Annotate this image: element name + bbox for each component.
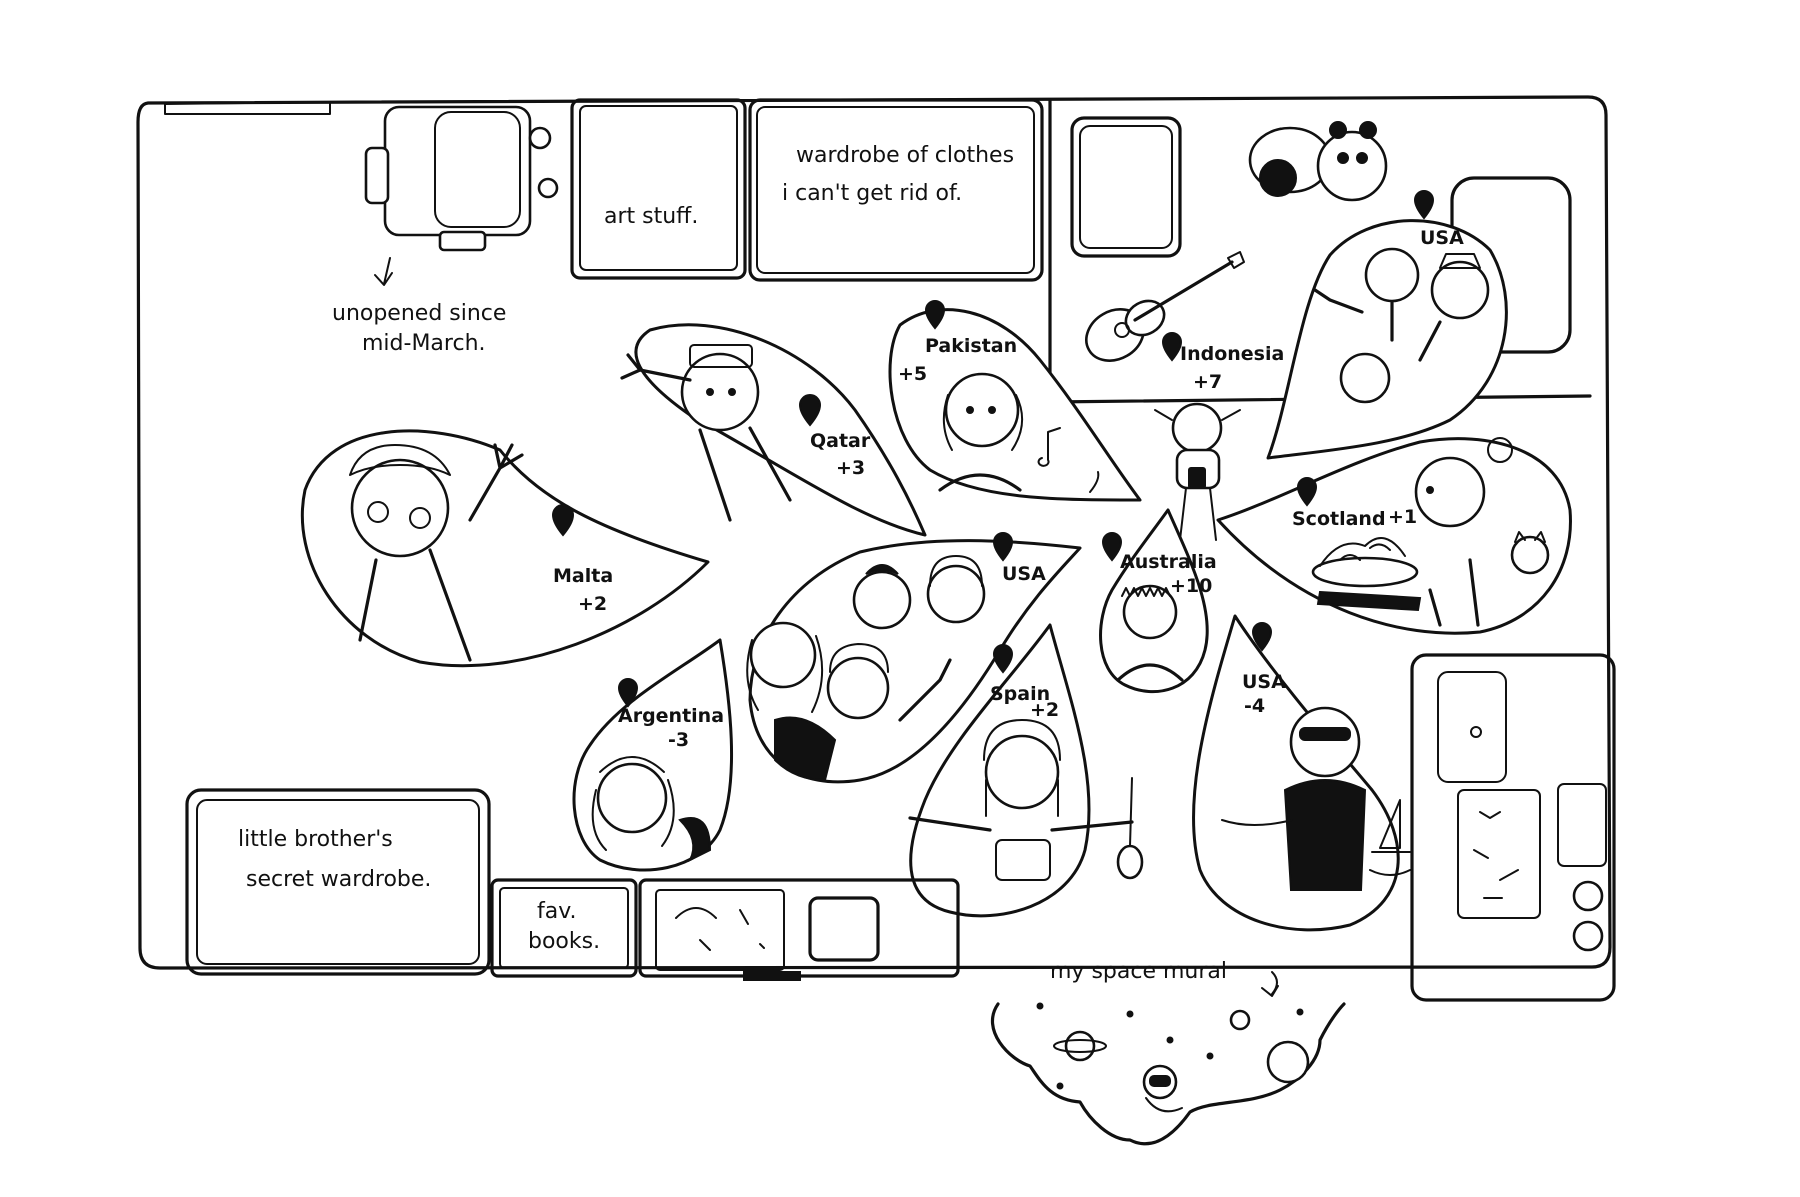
brother-note-line1: little brother's — [238, 827, 393, 852]
qatar-offset: +3 — [836, 457, 865, 479]
usa-top-country: USA — [1420, 227, 1464, 249]
pin-pakistan — [924, 300, 946, 330]
bubble-usa-right: USA -4 — [1191, 614, 1411, 932]
usa-mid-country: USA — [1002, 563, 1046, 585]
wardrobe-label-line1: wardrobe of clothes — [796, 143, 1014, 168]
pin-scotland — [1296, 477, 1318, 507]
spain-country: Spain — [990, 683, 1050, 705]
planet-icon — [1053, 1030, 1107, 1062]
art-stuff-label: art stuff. — [604, 204, 698, 229]
indonesia-offset: +7 — [1193, 371, 1222, 393]
scotland-country: Scotland — [1292, 508, 1386, 530]
brother-note-line2: secret wardrobe. — [246, 867, 431, 892]
qatar-country: Qatar — [810, 430, 871, 452]
pin-indonesia — [1161, 332, 1183, 362]
moon — [1229, 1009, 1251, 1031]
bubble-australia: Australia +10 — [1099, 508, 1217, 694]
photo-board — [1457, 789, 1541, 919]
ukulele — [1116, 844, 1144, 880]
suitcase-note-line1: unopened since — [332, 301, 506, 326]
indonesia-country: Indonesia — [1180, 343, 1284, 365]
pin-usa-top — [1413, 190, 1435, 220]
earth — [1266, 1040, 1310, 1084]
australia-country: Australia — [1120, 551, 1217, 573]
books-note-line2: books. — [528, 929, 600, 954]
monitor — [808, 896, 880, 962]
desk — [638, 878, 960, 981]
panda-plush — [1248, 121, 1388, 202]
guitar — [1085, 251, 1245, 362]
pin-usa-right — [1251, 622, 1273, 652]
books-note-line1: fav. — [537, 899, 577, 924]
room-outline — [136, 95, 1612, 970]
bubble-argentina: Argentina -3 — [572, 638, 734, 872]
space-mural-cloud — [990, 1002, 1346, 1146]
astronaut — [1142, 1064, 1183, 1113]
bubble-usa-mid: USA — [746, 532, 1082, 784]
usa-right-offset: -4 — [1244, 695, 1265, 717]
bubble-spain: Spain +2 — [908, 623, 1144, 918]
pin-argentina — [617, 678, 639, 708]
books-shelf — [490, 878, 638, 978]
argentina-offset: -3 — [668, 729, 689, 751]
pin-qatar — [798, 394, 822, 427]
usa-right-country: USA — [1242, 671, 1286, 693]
art-stuff-cabinet — [570, 98, 747, 280]
australia-offset: +10 — [1170, 575, 1212, 597]
malta-offset: +2 — [578, 593, 607, 615]
pin-usa-mid — [992, 532, 1014, 562]
suitcase — [364, 105, 559, 252]
pakistan-offset: +5 — [898, 363, 927, 385]
right-cabinet — [1410, 653, 1616, 1002]
bubble-usa-top: USA — [1266, 190, 1508, 460]
suitcase-note-line2: mid-March. — [362, 331, 486, 356]
malta-country: Malta — [553, 565, 613, 587]
mural-arrow — [1261, 971, 1279, 997]
mural-label: my space mural — [1050, 959, 1227, 984]
argentina-country: Argentina — [618, 705, 724, 727]
bubble-pakistan: Pakistan +5 — [888, 300, 1142, 502]
wardrobe-of-clothes — [748, 98, 1044, 282]
window-sill — [164, 101, 331, 115]
wardrobe-label-line2: i can't get rid of. — [782, 181, 962, 206]
pin-malta — [551, 504, 575, 537]
scotland-offset: +1 — [1388, 506, 1417, 528]
pakistan-country: Pakistan — [925, 335, 1017, 357]
bubble-scotland: Scotland +1 — [1216, 437, 1572, 635]
brother-wardrobe — [185, 788, 491, 976]
bubble-malta: Malta +2 — [300, 429, 710, 668]
suitcase-arrow — [374, 257, 393, 286]
girl-top-view — [1154, 402, 1241, 541]
bubble-qatar: Qatar +3 — [620, 323, 927, 537]
pin-spain — [992, 644, 1014, 674]
music-note-icon — [1037, 427, 1061, 467]
pin-australia — [1101, 532, 1123, 562]
sailboat — [1371, 799, 1411, 853]
spain-offset: +2 — [1030, 699, 1059, 721]
nightstand — [1070, 116, 1182, 258]
